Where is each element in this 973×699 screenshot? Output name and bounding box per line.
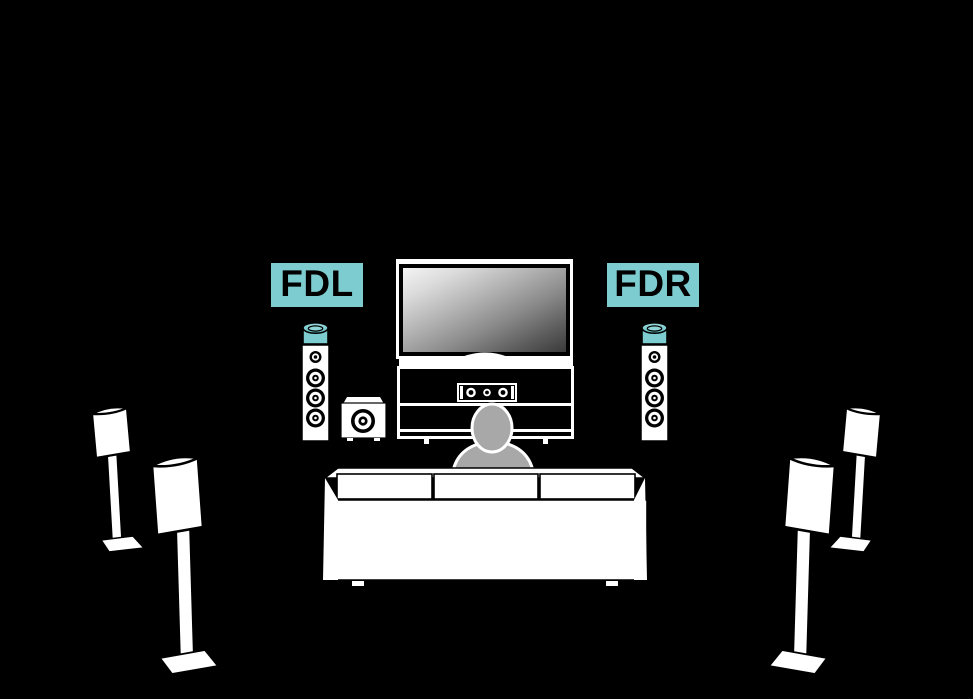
sofa: [322, 467, 648, 586]
surround-right-front: [767, 455, 840, 675]
surround-right-rear: [827, 406, 885, 553]
tower-right: [640, 344, 669, 442]
height-module-left: [302, 321, 329, 345]
subwoofer: [340, 397, 387, 441]
television: [396, 259, 573, 359]
center-speaker: [457, 383, 517, 402]
height-module-right: [641, 321, 668, 345]
surround-left-front: [147, 455, 220, 675]
label-front-height-left: FDL: [271, 263, 363, 307]
tower-left: [301, 344, 330, 442]
label-front-height-right: FDR: [607, 263, 699, 307]
surround-left-rear: [88, 406, 146, 553]
